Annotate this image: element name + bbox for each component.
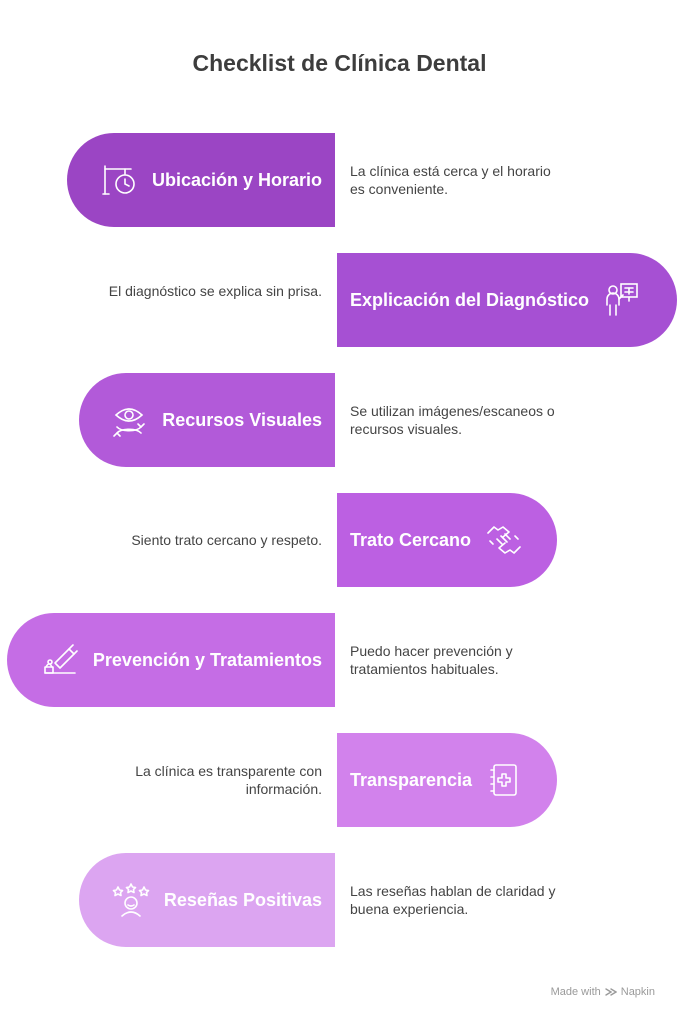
step-prevencion-tratamientos: Prevención y Tratamientos [7,613,335,707]
step-description: El diagnóstico se explica sin prisa. [108,283,322,299]
clock-sign-icon [100,161,138,199]
step-label: Recursos Visuales [162,409,322,430]
step-label: Ubicación y Horario [151,169,322,190]
step-label: Reseñas Positivas [163,889,322,910]
napkin-brand: Napkin [620,986,655,998]
step-description: La clínica es transparente con informaci… [135,763,322,797]
step-description: La clínica está cerca y el horario es co… [350,163,551,197]
step-transparencia: Transparencia [337,733,557,827]
page-title: Checklist de Clínica Dental [192,50,487,76]
step-resenas-positivas: Reseñas Positivas [79,853,335,947]
step-label: Prevención y Tratamientos [92,649,322,670]
step-label: Transparencia [350,769,473,790]
step-ubicacion-horario: Ubicación y Horario [67,133,335,227]
step-recursos-visuales: Recursos Visuales [79,373,335,467]
doctor-xray-icon [603,281,641,319]
step-description: Puedo hacer prevención y tratamientos ha… [350,643,513,677]
medical-record-icon [486,761,524,799]
step-description: Las reseñas hablan de claridad y buena e… [350,883,556,917]
toothpaste-icon [41,641,79,679]
napkin-logo-icon [605,987,617,997]
stars-person-icon [112,881,150,919]
step-label: Trato Cercano [350,529,472,550]
napkin-footer: Made with Napkin [551,986,655,998]
step-label: Explicación del Diagnóstico [350,289,590,310]
step-explicacion-diagnostico: Explicación del Diagnóstico [337,253,677,347]
step-description: Siento trato cercano y respeto. [131,532,322,548]
made-with-text: Made with [550,986,601,998]
eye-cycle-icon [110,401,148,439]
handshake-icon [485,521,523,559]
step-description: Se utilizan imágenes/escaneos o recursos… [350,403,555,437]
step-trato-cercano: Trato Cercano [337,493,557,587]
